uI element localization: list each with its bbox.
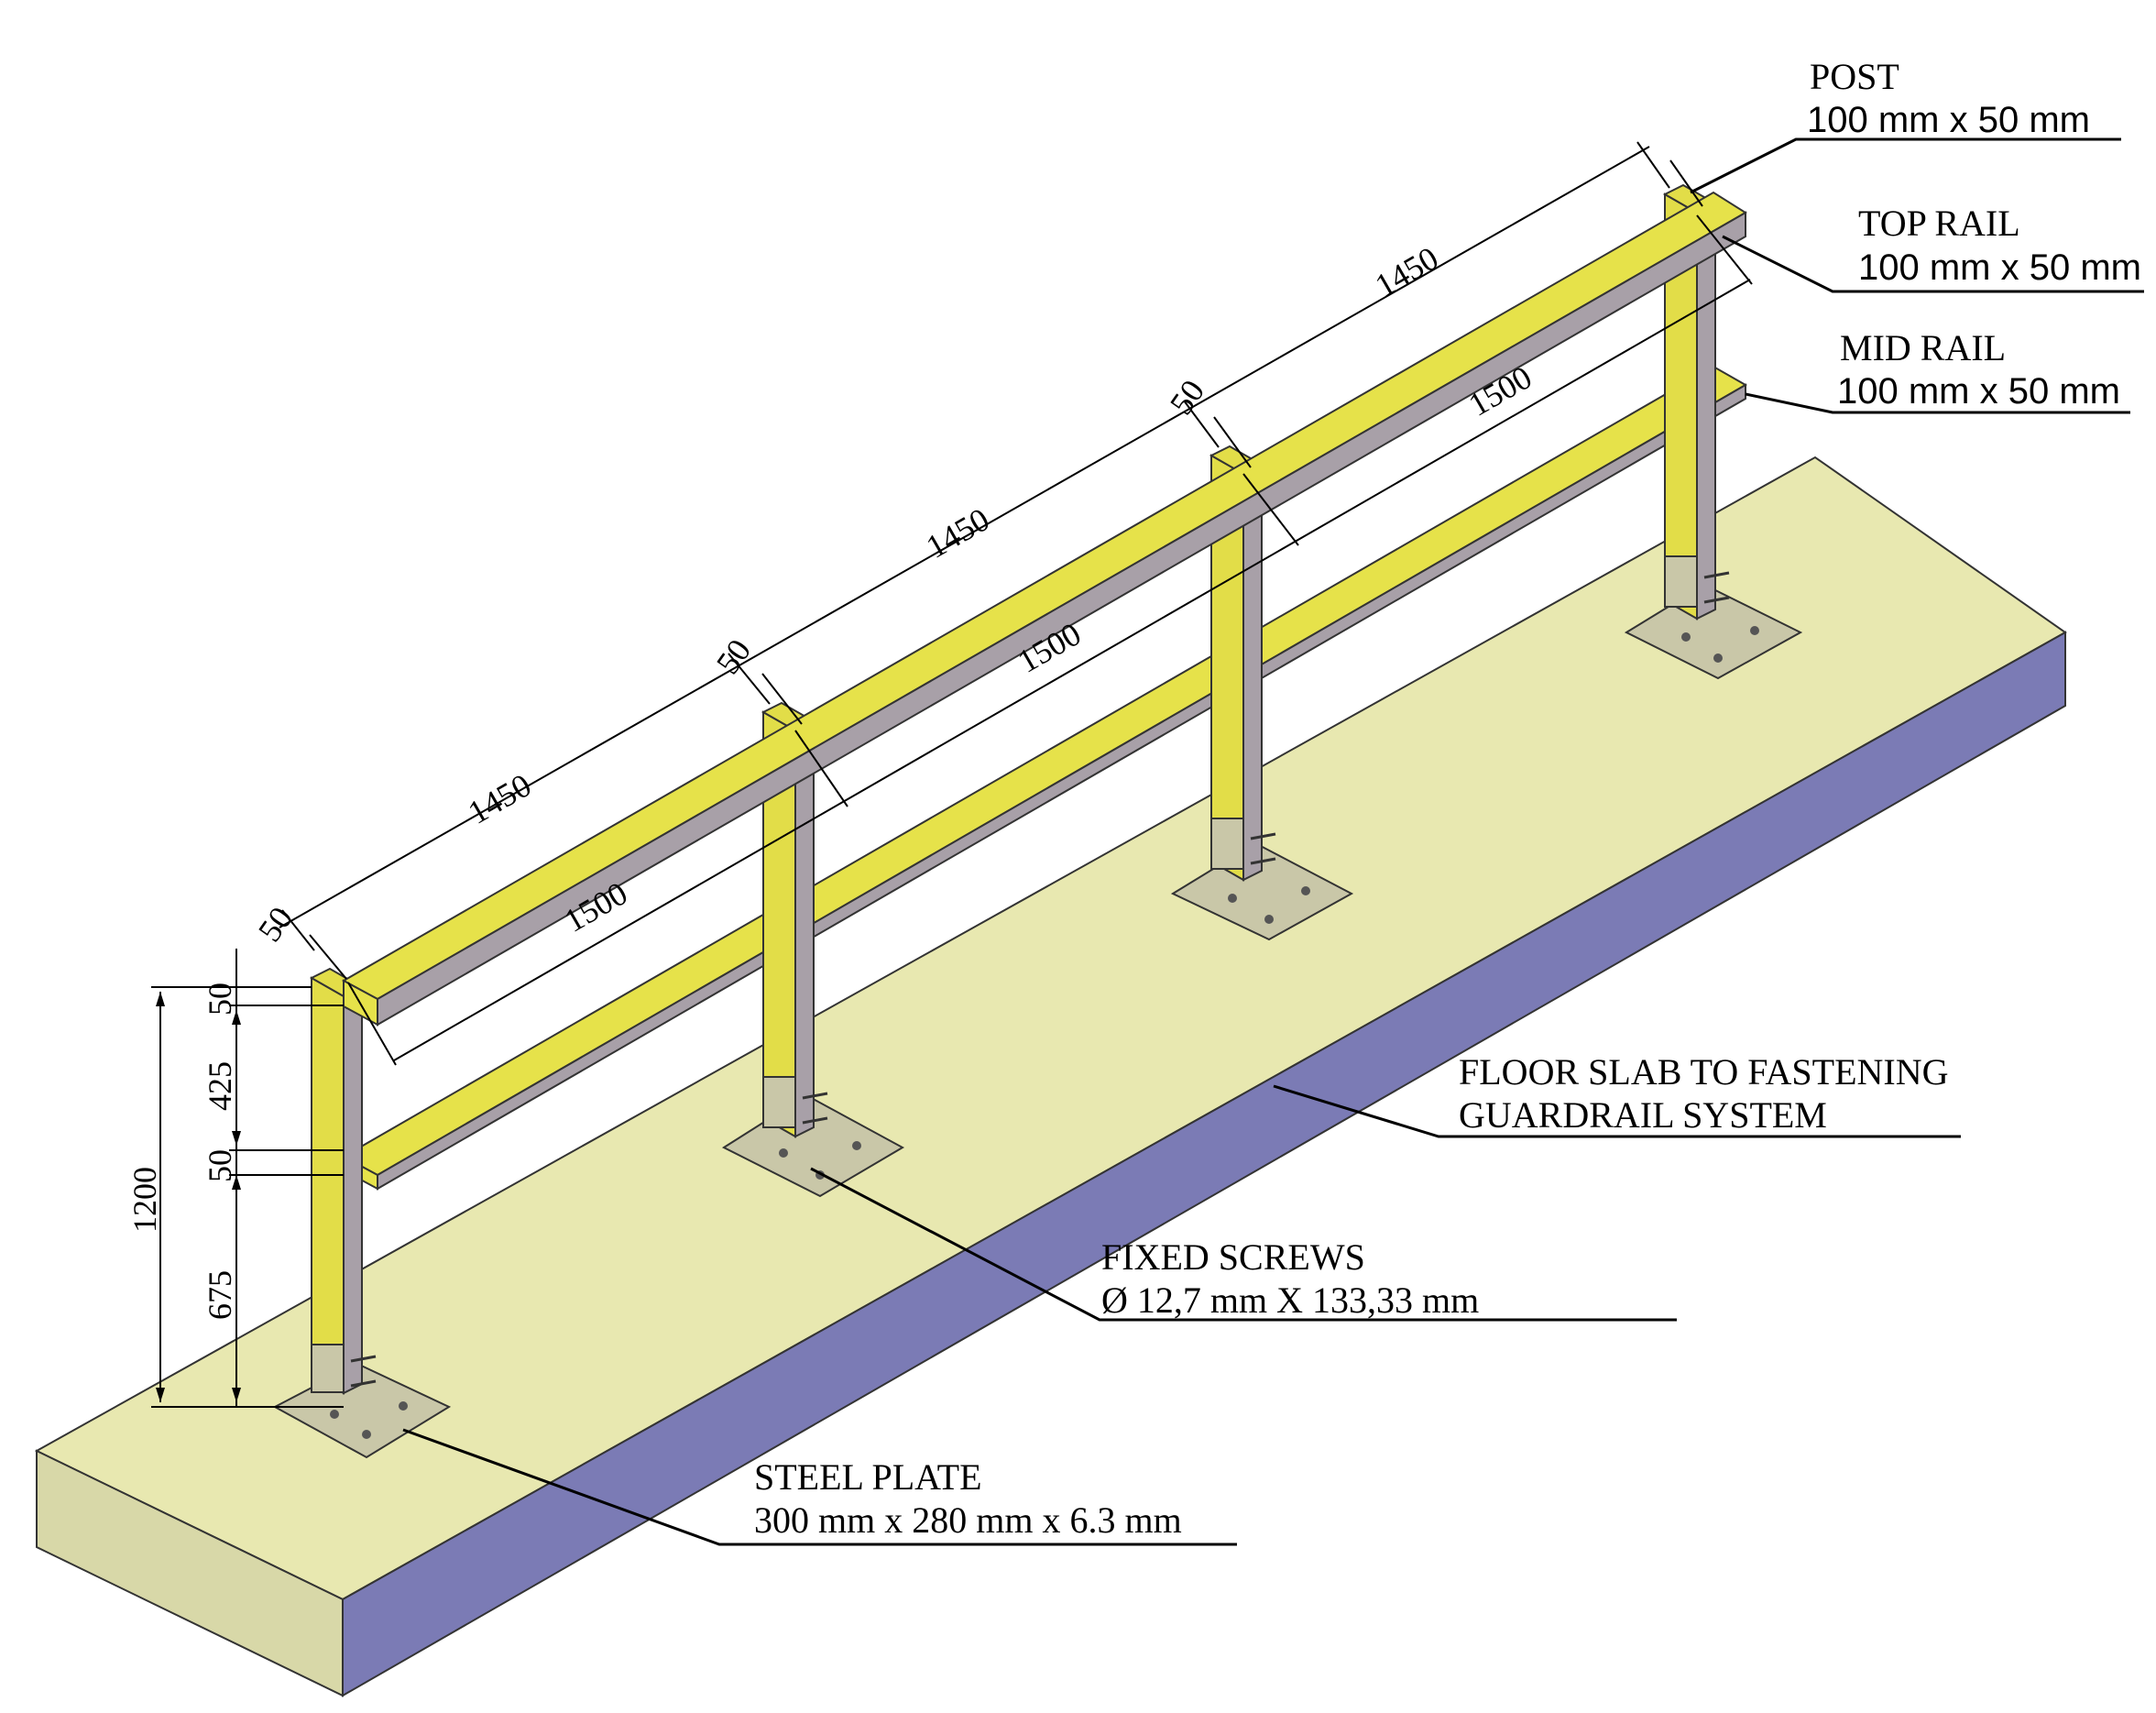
mid-rail-size: 100 mm x 50 mm xyxy=(1837,371,2120,412)
leader-lines xyxy=(402,137,2144,1546)
steel-plate-title: STEEL PLATE xyxy=(754,1456,982,1498)
dim-top-rail: 50 xyxy=(202,983,238,1016)
fixed-screws-title: FIXED SCREWS xyxy=(1101,1236,1365,1278)
post-width-2: 50 xyxy=(709,632,758,680)
top-rail-title: TOP RAIL xyxy=(1858,203,2020,244)
dim-gap: 425 xyxy=(202,1061,238,1111)
floor-slab xyxy=(34,456,2067,1697)
top-dimension-lines xyxy=(279,141,1753,1066)
steel-plate-size: 300 mm x 280 mm x 6.3 mm xyxy=(754,1499,1182,1541)
posts xyxy=(309,183,1730,1395)
vertical-dimension-lines xyxy=(151,949,344,1408)
post-width-3: 50 xyxy=(1163,373,1211,421)
post-title: POST xyxy=(1810,56,1899,97)
mid-rail-title: MID RAIL xyxy=(1840,327,2006,368)
top-rail xyxy=(341,191,1747,1027)
vertical-dimension-labels: 1200 50 425 50 675 xyxy=(126,983,238,1320)
top-rail-size: 100 mm x 50 mm xyxy=(1858,247,2141,288)
post-1 xyxy=(309,967,365,1395)
top-span-1: 1450 xyxy=(462,766,537,831)
post-width-1: 50 xyxy=(251,900,300,948)
dim-total-height: 1200 xyxy=(126,1167,163,1233)
floor-slab-line-1: FLOOR SLAB TO FASTENING xyxy=(1459,1051,1949,1093)
top-span-3: 1450 xyxy=(1369,239,1444,304)
fixed-screws-size: Ø 12,7 mm X 133,33 mm xyxy=(1101,1279,1479,1321)
post-3 xyxy=(1209,445,1264,882)
callout-labels: POST 100 mm x 50 mm TOP RAIL 100 mm x 50… xyxy=(754,56,2141,1541)
dim-mid-rail: 50 xyxy=(202,1149,238,1182)
post-size: 100 mm x 50 mm xyxy=(1807,100,2090,140)
dim-lower: 675 xyxy=(202,1270,238,1320)
floor-slab-line-2: GUARDRAIL SYSTEM xyxy=(1459,1094,1827,1136)
